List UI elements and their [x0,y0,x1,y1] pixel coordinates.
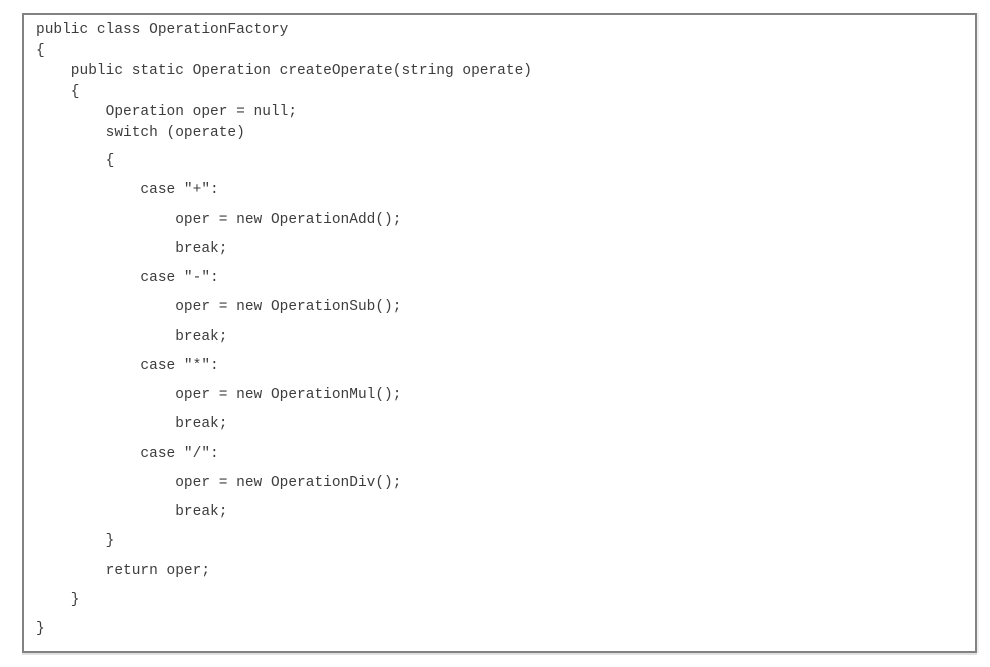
code-line: break; [36,504,228,520]
code-line: public static Operation createOperate(st… [36,63,532,79]
code-line: oper = new OperationDiv(); [36,474,402,491]
code-line: } [36,591,80,608]
code-line: } [36,533,115,550]
code-line: switch (operate) [36,124,245,141]
code-line: return oper; [36,562,211,579]
code-line: case "/": [36,445,219,462]
code-line: case "-": [36,270,219,286]
code-line: oper = new OperationMul(); [36,387,402,403]
code-listing: public class OperationFactory { public st… [24,15,975,644]
code-line: { [36,153,115,169]
code-line: public class OperationFactory [36,22,289,38]
code-line: oper = new OperationSub(); [36,299,402,316]
code-line: case "*": [36,357,219,374]
code-box: public class OperationFactory { public st… [22,13,977,653]
code-line: } [36,621,45,637]
code-line: case "+": [36,182,219,199]
code-line: { [36,83,80,100]
code-line: break; [36,240,228,257]
code-line: Operation oper = null; [36,104,298,120]
code-line: oper = new OperationAdd(); [36,211,402,228]
code-line: break; [36,416,228,433]
code-line: break; [36,328,228,345]
code-line: { [36,42,45,59]
